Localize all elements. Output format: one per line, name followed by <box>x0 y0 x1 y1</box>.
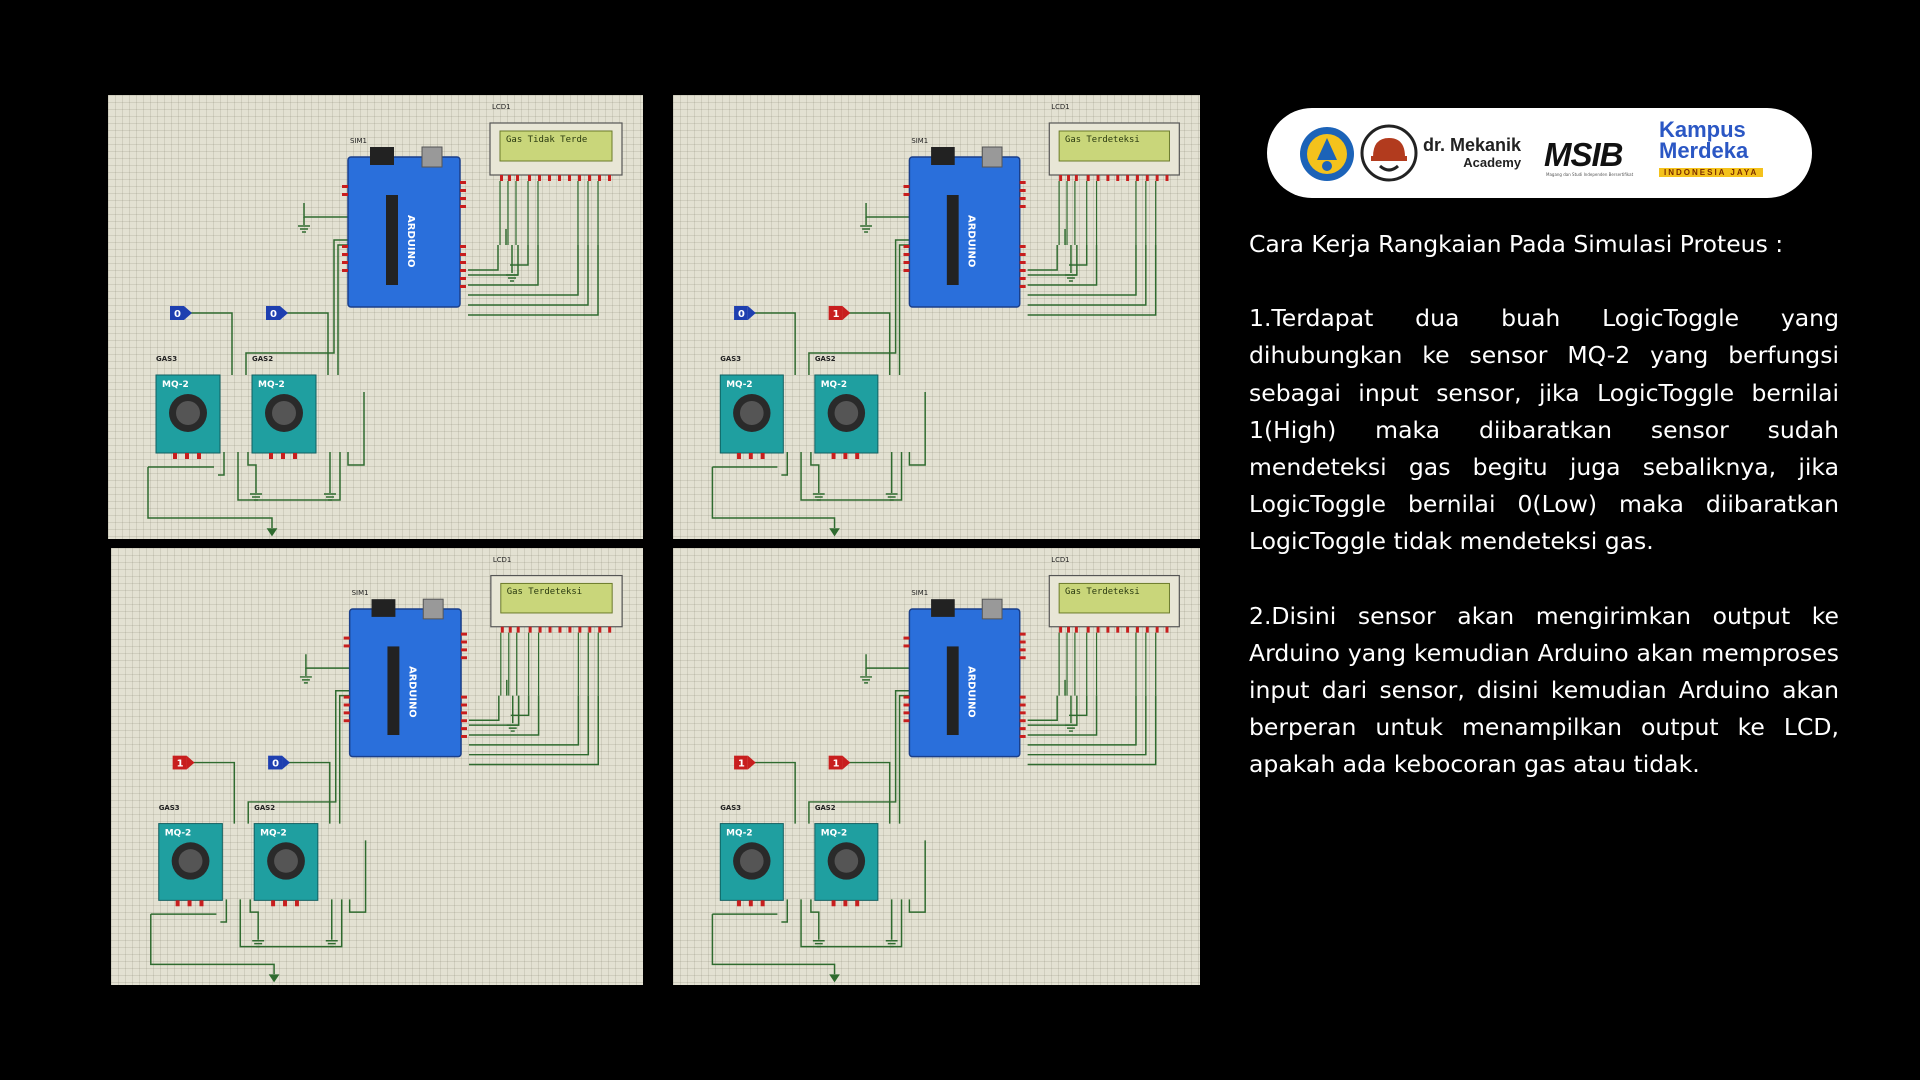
paragraph-2: 2.Disini sensor akan mengirimkan output … <box>1249 601 1839 779</box>
arduino-board[interactable]: ARDUINO <box>903 598 1026 758</box>
circuit-wires <box>711 654 1157 975</box>
svg-text:MQ-2: MQ-2 <box>821 828 847 838</box>
svg-text:1: 1 <box>177 759 184 770</box>
msib-tagline: Magang dan Studi Independen Bersertifika… <box>1546 172 1634 177</box>
lcd-text: Gas Tidak Terde <box>506 135 587 145</box>
svg-text:MQ-2: MQ-2 <box>260 828 287 838</box>
lcd-ref: LCD1 <box>1051 556 1069 564</box>
svg-text:1: 1 <box>738 759 745 770</box>
dr-mekanik-helmet-icon <box>1360 124 1418 182</box>
ground-symbols <box>250 225 518 537</box>
paragraph-1: 1.Terdapat dua buah LogicToggle yang dih… <box>1249 304 1839 556</box>
lcd-ref: LCD1 <box>1051 103 1069 111</box>
arduino-label: ARDUINO <box>406 666 417 718</box>
svg-text:MQ-2: MQ-2 <box>821 380 847 390</box>
kampus-line2: Merdeka <box>1659 137 1749 163</box>
dr-mekanik-logo: dr. Mekanik Academy <box>1423 136 1521 169</box>
svg-text:GAS3: GAS3 <box>720 804 741 812</box>
gas-sensor-2[interactable]: GAS2 MQ-2 <box>814 804 879 907</box>
ground-symbols <box>812 225 1077 537</box>
lcd-display[interactable]: Gas Tidak Terde <box>489 122 623 245</box>
gas-sensor-1[interactable]: GAS3 MQ-2 <box>719 355 784 459</box>
svg-text:MQ-2: MQ-2 <box>165 828 192 838</box>
svg-text:GAS2: GAS2 <box>815 355 836 363</box>
kampus-merdeka-logo: Kampus Merdeka INDONESIA JAYA <box>1659 117 1764 178</box>
svg-text:0: 0 <box>174 309 181 320</box>
arduino-label: ARDUINO <box>966 215 977 267</box>
gas-sensor-2[interactable]: GAS2 MQ-2 <box>251 355 317 459</box>
lcd-display[interactable]: Gas Terdeteksi <box>490 574 623 696</box>
kampus-line1: Kampus <box>1659 117 1746 142</box>
svg-text:GAS3: GAS3 <box>720 355 741 363</box>
svg-text:0: 0 <box>272 759 279 770</box>
msib-logo: MSIB <box>1544 136 1623 173</box>
logo-banner: dr. Mekanik Academy MSIB Magang dan Stud… <box>1267 108 1812 198</box>
lcd-display[interactable]: Gas Terdeteksi <box>1048 122 1180 245</box>
dr-mekanik-sub: Academy <box>1463 155 1522 170</box>
lcd-text: Gas Terdeteksi <box>507 587 582 597</box>
tut-wuri-handayani-logo-icon <box>1300 127 1354 181</box>
svg-text:GAS3: GAS3 <box>156 355 177 363</box>
svg-text:0: 0 <box>270 309 277 320</box>
lcd-ref: LCD1 <box>492 103 511 111</box>
kampus-line3: INDONESIA JAYA <box>1659 167 1764 178</box>
arduino-board[interactable]: ARDUINO <box>342 146 466 308</box>
dr-mekanik-name: dr. Mekanik <box>1423 135 1522 155</box>
logic-toggle-1[interactable]: 0 <box>170 306 192 320</box>
gas-sensor-1[interactable]: GAS3 MQ-2 <box>719 804 784 907</box>
logic-toggle-2[interactable]: 1 <box>828 755 851 770</box>
schematic-panel-4: ARDUINO SIM1 Gas Terdeteksi LCD1 1 <box>673 548 1200 985</box>
arduino-ref: SIM1 <box>350 137 367 145</box>
logic-toggle-1[interactable]: 1 <box>734 755 756 770</box>
svg-text:GAS2: GAS2 <box>254 804 275 812</box>
lcd-display[interactable]: Gas Terdeteksi <box>1048 574 1180 696</box>
svg-text:GAS3: GAS3 <box>159 804 180 812</box>
arduino-label: ARDUINO <box>966 666 977 718</box>
lcd-text: Gas Terdeteksi <box>1065 135 1140 145</box>
svg-text:GAS2: GAS2 <box>815 804 836 812</box>
arduino-ref: SIM1 <box>911 137 928 145</box>
svg-text:MQ-2: MQ-2 <box>162 380 189 390</box>
schematic-panel-2: ARDUINO SIM1 Gas Terdeteksi LCD1 0 <box>673 95 1200 539</box>
logic-toggle-1[interactable]: 0 <box>734 306 756 320</box>
lcd-text: Gas Terdeteksi <box>1065 587 1140 597</box>
explanation-text: Cara Kerja Rangkaian Pada Simulasi Prote… <box>1249 226 1839 784</box>
logic-toggle-2[interactable]: 0 <box>268 755 290 770</box>
svg-text:MQ-2: MQ-2 <box>726 828 752 838</box>
lcd-ref: LCD1 <box>493 556 511 564</box>
arduino-label: ARDUINO <box>405 215 416 267</box>
logic-toggle-2[interactable]: 1 <box>828 306 851 320</box>
arduino-ref: SIM1 <box>352 589 369 597</box>
section-title: Cara Kerja Rangkaian Pada Simulasi Prote… <box>1249 230 1784 258</box>
svg-text:0: 0 <box>738 309 745 320</box>
logic-toggle-1[interactable]: 1 <box>172 755 195 770</box>
ground-symbols <box>252 676 519 983</box>
svg-text:1: 1 <box>833 309 840 320</box>
logic-toggle-2[interactable]: 0 <box>266 306 288 320</box>
schematic-panel-3: ARDUINO SIM1 Gas Terdeteksi LCD1 1 <box>111 548 643 985</box>
svg-text:MQ-2: MQ-2 <box>726 380 752 390</box>
gas-sensor-2[interactable]: GAS2 MQ-2 <box>253 804 319 907</box>
gas-sensor-1[interactable]: GAS3 MQ-2 <box>155 355 221 459</box>
ground-symbols <box>812 676 1077 983</box>
gas-sensor-1[interactable]: GAS3 MQ-2 <box>158 804 223 907</box>
svg-text:MQ-2: MQ-2 <box>258 380 285 390</box>
schematic-panel-1: ARDUINO SIM1 Gas Tidak Terde LCD1 0 <box>108 95 643 539</box>
arduino-ref: SIM1 <box>911 589 928 597</box>
gas-sensor-2[interactable]: GAS2 MQ-2 <box>814 355 879 459</box>
arduino-board[interactable]: ARDUINO <box>903 146 1026 308</box>
svg-text:GAS2: GAS2 <box>252 355 273 363</box>
arduino-board[interactable]: ARDUINO <box>343 598 467 758</box>
svg-text:1: 1 <box>833 759 840 770</box>
